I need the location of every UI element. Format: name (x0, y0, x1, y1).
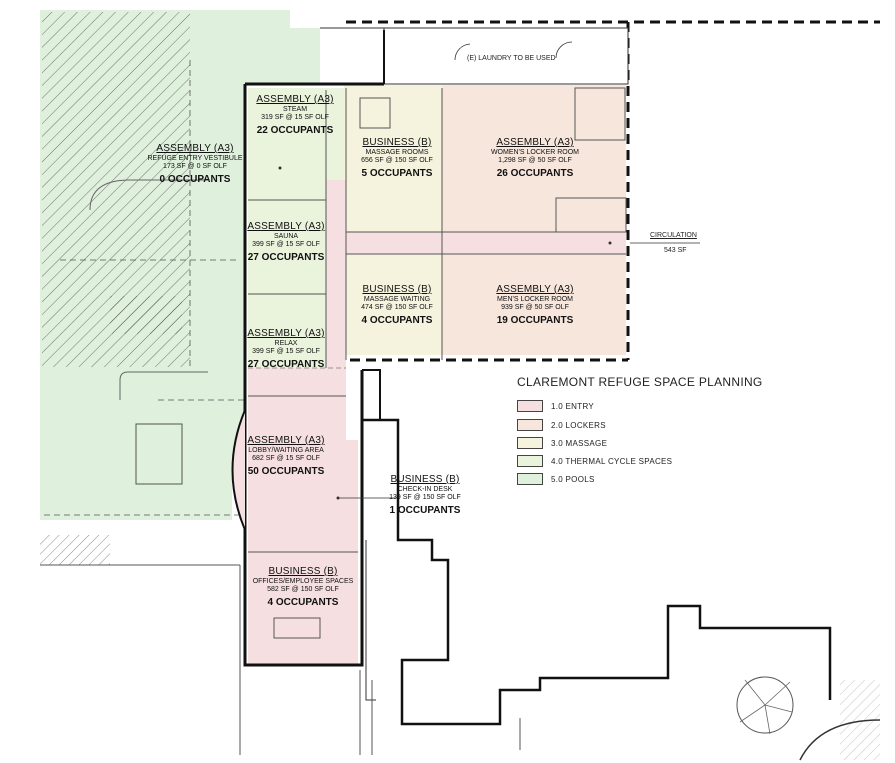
legend-label: 5.0 POOLS (551, 474, 595, 484)
room-sauna-label: ASSEMBLY (A3) SAUNA 399 SF @ 15 SF OLF 2… (247, 221, 325, 263)
legend-item-lockers: 2.0 LOCKERS (517, 418, 606, 432)
entry-zone (248, 368, 358, 664)
massage-zone (344, 85, 442, 355)
legend-title: CLAREMONT REFUGE SPACE PLANNING (517, 375, 763, 389)
legend-swatch (517, 419, 543, 431)
room-mens-locker-label: ASSEMBLY (A3) MEN'S LOCKER ROOM 939 SF @… (496, 284, 574, 326)
legend-swatch (517, 437, 543, 449)
legend-label: 3.0 MASSAGE (551, 438, 608, 448)
legend-swatch (517, 400, 543, 412)
legend-item-massage: 3.0 MASSAGE (517, 436, 607, 450)
legend-label: 1.0 ENTRY (551, 401, 595, 411)
locker-zone (442, 85, 626, 355)
legend-swatch (517, 473, 543, 485)
room-checkin-label: BUSINESS (B) CHECK-IN DESK 139 SF @ 150 … (389, 474, 461, 516)
legend-label: 2.0 LOCKERS (551, 420, 606, 430)
room-vestibule-label: ASSEMBLY (A3) REFUGE ENTRY VESTIBULE 173… (147, 143, 243, 185)
legend-item-entry: 1.0 ENTRY (517, 399, 594, 413)
legend-label: 4.0 THERMAL CYCLE SPACES (551, 456, 673, 466)
laundry-note: (E) LAUNDRY TO BE USED (467, 55, 556, 62)
room-lobby-label: ASSEMBLY (A3) LOBBY/WAITING AREA 682 SF … (247, 435, 325, 477)
legend-item-thermal: 4.0 THERMAL CYCLE SPACES (517, 454, 672, 468)
room-womens-locker-label: ASSEMBLY (A3) WOMEN'S LOCKER ROOM 1,298 … (490, 137, 580, 179)
circulation-title: CIRCULATION (650, 232, 697, 239)
circulation-area: 543 SF (664, 247, 687, 254)
room-relax-label: ASSEMBLY (A3) RELAX 399 SF @ 15 SF OLF 2… (247, 328, 325, 370)
legend-swatch (517, 455, 543, 467)
circulation-strip (326, 232, 626, 254)
room-steam-label: ASSEMBLY (A3) STEAM 319 SF @ 15 SF OLF 2… (256, 94, 334, 136)
room-offices-label: BUSINESS (B) OFFICES/EMPLOYEE SPACES 582… (252, 566, 354, 608)
room-massage-rooms-label: BUSINESS (B) MASSAGE ROOMS 656 SF @ 150 … (361, 137, 433, 179)
pool-hatch-small (110, 296, 182, 334)
room-massage-waiting-label: BUSINESS (B) MASSAGE WAITING 474 SF @ 15… (361, 284, 433, 326)
legend-item-pools: 5.0 POOLS (517, 472, 595, 486)
